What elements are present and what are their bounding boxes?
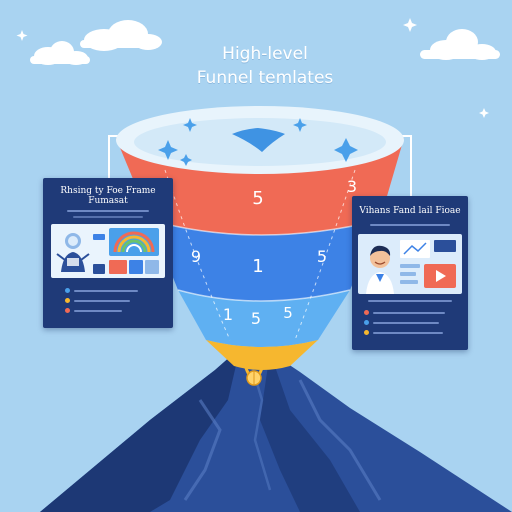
bullet-icon — [364, 310, 369, 315]
person-icon — [366, 245, 394, 294]
funnel-tip — [206, 340, 318, 370]
text-line — [74, 289, 138, 292]
text-line — [373, 311, 445, 314]
cloud-icon — [420, 29, 500, 60]
legend-row — [364, 310, 445, 315]
legend-row — [65, 298, 130, 303]
bullet-icon — [65, 308, 70, 313]
funnel-stage-3-label-c: 5 — [283, 304, 293, 322]
bullet-icon — [364, 330, 369, 335]
funnel-stage-2 — [150, 220, 380, 301]
rainbow-icon — [109, 228, 159, 256]
bullet-icon — [65, 298, 70, 303]
left-card-illustration — [51, 224, 165, 278]
funnel-stage-2-label-c: 5 — [317, 247, 327, 266]
funnel-stage-2-label-a: 9 — [191, 247, 201, 266]
connector-line-right — [396, 135, 412, 137]
funnel-stage-2-label-b: 1 — [252, 256, 263, 277]
funnel-stage-3 — [178, 290, 350, 347]
funnel-stage-1-label-b: 5 — [252, 188, 263, 209]
text-line — [73, 216, 143, 218]
connector-line-left — [108, 135, 122, 137]
funnel-stage-3-label-b: 5 — [251, 309, 261, 328]
legend-row — [65, 308, 122, 313]
legend-row — [65, 288, 138, 293]
text-line — [67, 210, 149, 212]
legend-row — [364, 320, 439, 325]
right-card-illustration — [358, 234, 462, 294]
sparkle-icon — [16, 18, 489, 118]
text-line — [373, 321, 439, 324]
page-title: High-level Funnel temlates — [150, 42, 380, 90]
left-card-title: Rhsing ty Foe Frame Fumasat — [60, 186, 156, 206]
right-card-title: Vihans Fand lail Fioae — [359, 206, 461, 216]
title-line-2: Funnel temlates — [196, 68, 334, 88]
text-line — [368, 300, 452, 302]
connector-line-left — [108, 135, 110, 179]
legend-row — [364, 330, 443, 335]
text-line — [370, 224, 450, 226]
title-line-1: High-level — [222, 44, 308, 64]
cloud-icon — [30, 20, 162, 65]
bullet-icon — [65, 288, 70, 293]
text-line — [373, 331, 443, 334]
funnel-stage-1-label-c: 3 — [347, 177, 357, 196]
bullet-icon — [364, 320, 369, 325]
play-icon — [424, 264, 456, 288]
text-line — [74, 309, 122, 312]
person-icon — [56, 233, 90, 272]
funnel-spout-icon — [244, 367, 264, 386]
left-template-card: Rhsing ty Foe Frame Fumasat — [43, 178, 173, 328]
text-line — [74, 299, 130, 302]
funnel-stage-3-label-a: 1 — [223, 305, 233, 324]
star-icon — [158, 118, 358, 166]
connector-line-right — [410, 135, 412, 197]
right-template-card: Vihans Fand lail Fioae — [352, 196, 468, 350]
